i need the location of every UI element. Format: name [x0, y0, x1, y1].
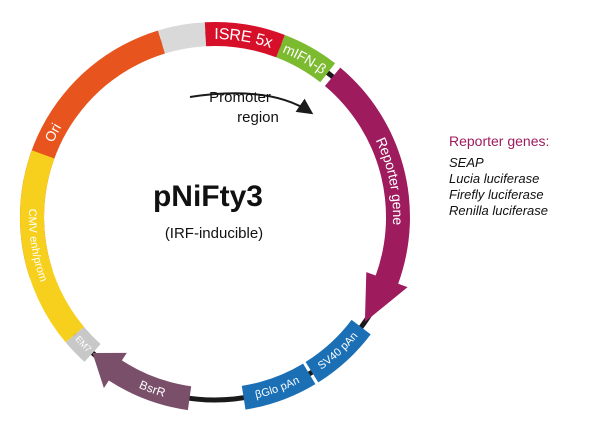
promoter-annotation-line1: Promoter [209, 89, 271, 106]
ori-label: Ori [41, 120, 64, 144]
reporter-gene-arrow [324, 67, 410, 322]
mifn-segment [276, 35, 336, 83]
sv40-pan-segment [305, 319, 371, 383]
reporter-genes-panel: Reporter genes: SEAP Lucia luciferase Fi… [449, 133, 597, 219]
reporter-gene-item: Firefly luciferase [449, 187, 544, 202]
reporter-gene-item: Renilla luciferase [449, 203, 548, 218]
emt-segment [65, 326, 101, 362]
bsrr-arrow [92, 352, 192, 411]
cmv-segment [20, 150, 84, 343]
promoter-arrow [189, 92, 314, 115]
reporter-gene-item: SEAP [449, 155, 484, 170]
promoter-annotation-line2: region [237, 109, 279, 126]
reporter-gene-item: Lucia luciferase [449, 171, 540, 186]
isre-segment [204, 22, 285, 58]
bglo-pan-segment [241, 363, 316, 410]
reporter-genes-title: Reporter genes: [449, 133, 550, 149]
gap-segment [158, 22, 207, 54]
plasmid-subtitle: (IRF-inducible) [165, 225, 263, 242]
plasmid-name: pNiFty3 [153, 180, 263, 213]
